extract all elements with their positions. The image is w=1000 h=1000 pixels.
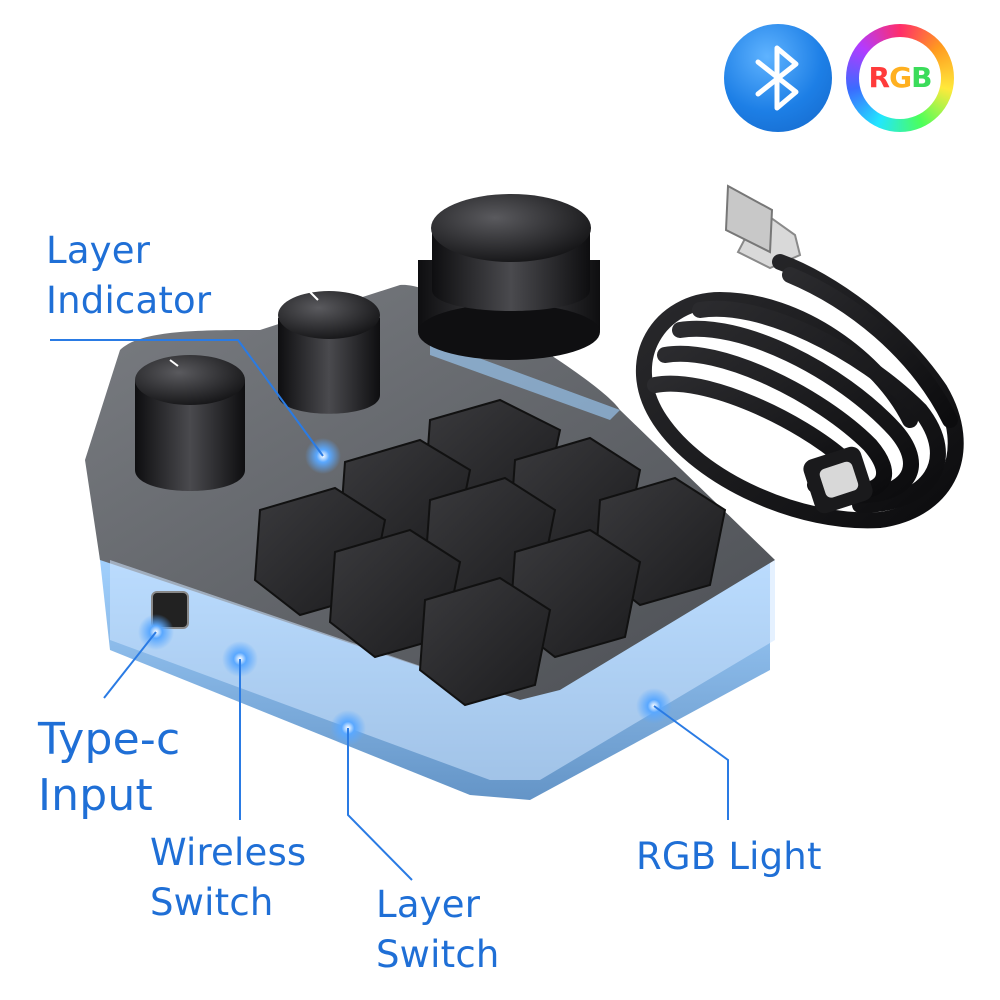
callout-line-2: Indicator bbox=[46, 279, 212, 322]
callout-line-1: RGB Light bbox=[636, 835, 822, 878]
callout-layer-switch: Layer Switch bbox=[376, 880, 500, 980]
bluetooth-icon bbox=[755, 45, 799, 111]
callout-wireless-switch: Wireless Switch bbox=[150, 828, 306, 928]
usb-cable bbox=[635, 184, 964, 529]
callout-line-1: Layer bbox=[376, 883, 481, 926]
rgb-badge-text: RGB bbox=[846, 60, 954, 96]
callout-line-1: Type-c bbox=[38, 714, 181, 765]
keycap-grid bbox=[253, 398, 727, 707]
rgb-letter-r: R bbox=[868, 61, 891, 94]
callout-line-2: Switch bbox=[376, 933, 500, 976]
small-knob-2 bbox=[278, 291, 380, 414]
callout-layer-indicator: Layer Indicator bbox=[46, 226, 211, 326]
keycap bbox=[418, 576, 552, 707]
callout-line-2: Input bbox=[38, 770, 153, 821]
rgb-badge: RGB bbox=[846, 24, 954, 132]
callout-typec-input: Type-c Input bbox=[38, 712, 180, 824]
callout-line-2: Switch bbox=[150, 881, 274, 924]
bluetooth-badge bbox=[724, 24, 832, 132]
small-knob-1 bbox=[135, 355, 245, 491]
large-knob bbox=[418, 194, 600, 360]
rgb-letter-b: B bbox=[911, 61, 932, 94]
callout-line-1: Layer bbox=[46, 229, 151, 272]
callout-lines bbox=[50, 339, 729, 881]
callout-line-1: Wireless bbox=[150, 831, 307, 874]
callout-rgb-light: RGB Light bbox=[636, 832, 822, 882]
rgb-letter-g: G bbox=[889, 61, 912, 94]
